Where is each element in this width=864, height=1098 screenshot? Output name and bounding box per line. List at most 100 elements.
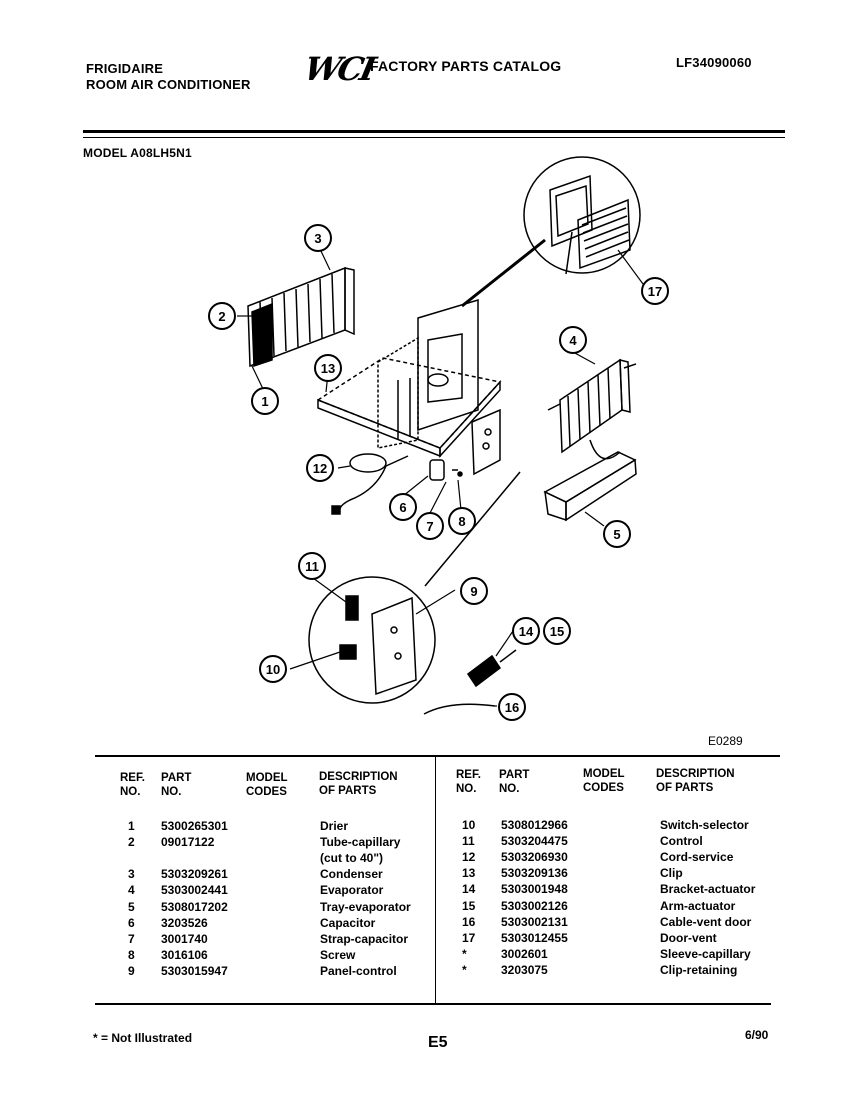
callout-8: 8 bbox=[448, 507, 476, 535]
header-model-left: MODEL CODES bbox=[246, 772, 288, 798]
part-number: 5303204475 bbox=[501, 834, 568, 849]
ref-number: 1 bbox=[128, 819, 135, 833]
page-number: E5 bbox=[428, 1034, 448, 1051]
part-description: (cut to 40") bbox=[320, 851, 384, 866]
part-number: 5303209261 bbox=[161, 867, 228, 882]
callout-17: 17 bbox=[641, 277, 669, 305]
callout-15-label: 15 bbox=[550, 624, 564, 639]
control-detail bbox=[308, 576, 436, 704]
vent-door-detail bbox=[523, 156, 641, 275]
diagram-code: E0289 bbox=[708, 734, 743, 748]
callout-12: 12 bbox=[306, 454, 334, 482]
part-description: Door-vent bbox=[660, 930, 717, 945]
part-description: Tube-capillary bbox=[320, 835, 401, 850]
part-number: 3016106 bbox=[161, 947, 208, 962]
part-description: Cord-service bbox=[660, 850, 734, 865]
condenser-coil-drawing bbox=[247, 266, 355, 368]
part-number: 3001740 bbox=[161, 931, 208, 946]
ref-number: 2 bbox=[128, 835, 135, 850]
part-number: 5303002126 bbox=[501, 898, 568, 913]
evaporator-tray-drawing bbox=[543, 439, 637, 522]
callout-1-label: 1 bbox=[261, 394, 268, 409]
callout-4-label: 4 bbox=[569, 333, 577, 348]
part-number: 5300265301 bbox=[161, 819, 228, 833]
part-description: Evaporator bbox=[320, 883, 384, 898]
part-number: 5303002441 bbox=[161, 883, 228, 898]
ref-number: 11 bbox=[462, 834, 475, 849]
part-description: Condenser bbox=[320, 867, 383, 882]
part-description: Drier bbox=[320, 819, 349, 833]
callout-6: 6 bbox=[389, 493, 417, 521]
ref-number: 5 bbox=[128, 899, 135, 914]
table-bottom-rule bbox=[95, 1003, 771, 1005]
footnote: * = Not Illustrated bbox=[93, 1031, 193, 1045]
capacitor-drawing bbox=[429, 459, 463, 481]
control-panel-drawing bbox=[471, 408, 501, 476]
callout-4: 4 bbox=[559, 326, 587, 354]
callout-16-label: 16 bbox=[505, 700, 519, 715]
callout-5-label: 5 bbox=[613, 527, 620, 542]
ref-number: 4 bbox=[128, 883, 135, 898]
part-description: Tray-evaporator bbox=[320, 899, 411, 914]
callout-14: 14 bbox=[512, 617, 540, 645]
callout-9: 9 bbox=[460, 577, 488, 605]
callout-7: 7 bbox=[416, 512, 444, 540]
header-desc-right: DESCRIPTION OF PARTS bbox=[656, 768, 735, 794]
ref-number: 16 bbox=[462, 914, 476, 929]
ref-number: 8 bbox=[128, 947, 135, 962]
brand-name: FRIGIDAIRE bbox=[86, 61, 164, 76]
vent-cable-line bbox=[461, 238, 546, 308]
callout-leaders bbox=[237, 248, 644, 707]
ref-number: 14 bbox=[462, 882, 476, 897]
part-description: Control bbox=[660, 834, 703, 849]
revision-date: 6/90 bbox=[745, 1028, 769, 1042]
callout-2-label: 2 bbox=[218, 309, 225, 324]
ref-number: 12 bbox=[462, 850, 476, 865]
header-model-right: MODEL CODES bbox=[583, 768, 625, 794]
part-number: 5303015947 bbox=[161, 963, 228, 978]
callout-3-label: 3 bbox=[314, 231, 321, 246]
callout-3: 3 bbox=[304, 224, 332, 252]
catalog-number: LF34090060 bbox=[676, 55, 752, 70]
actuator-drawing bbox=[466, 649, 517, 688]
header-rule bbox=[83, 130, 785, 133]
callout-7-label: 7 bbox=[426, 519, 433, 534]
evaporator-coil-drawing bbox=[547, 358, 637, 454]
callout-1: 1 bbox=[251, 387, 279, 415]
callout-16: 16 bbox=[498, 693, 526, 721]
part-description: Sleeve-capillary bbox=[660, 946, 751, 961]
ref-number: 7 bbox=[128, 931, 135, 946]
part-description: Panel-control bbox=[320, 963, 397, 978]
part-description: Cable-vent door bbox=[660, 914, 752, 929]
part-number: 5303206930 bbox=[501, 850, 568, 865]
ref-number: 13 bbox=[462, 866, 476, 881]
part-description: Capacitor bbox=[320, 915, 376, 930]
part-number: 5303209136 bbox=[501, 866, 568, 881]
callout-12-label: 12 bbox=[313, 461, 327, 476]
callout-13: 13 bbox=[314, 354, 342, 382]
product-name: ROOM AIR CONDITIONER bbox=[86, 77, 251, 92]
callout-17-label: 17 bbox=[648, 284, 662, 299]
ref-number: 10 bbox=[462, 818, 476, 832]
header-part-right: PART NO. bbox=[499, 769, 530, 795]
part-description: Strap-capacitor bbox=[320, 931, 409, 946]
ref-number: 17 bbox=[462, 930, 476, 945]
part-number: 5303001948 bbox=[501, 882, 568, 897]
table-divider bbox=[435, 757, 436, 1003]
callout-10: 10 bbox=[259, 655, 287, 683]
header-part-left: PART NO. bbox=[161, 772, 192, 798]
part-description: Screw bbox=[320, 947, 356, 962]
header-ref-left: REF. NO. bbox=[120, 772, 145, 798]
part-number: 09017122 bbox=[161, 835, 215, 850]
part-description: Bracket-actuator bbox=[660, 882, 756, 897]
part-number: 3203075 bbox=[501, 962, 548, 977]
part-number: 5303002131 bbox=[501, 914, 568, 929]
part-number: 3203526 bbox=[161, 915, 208, 930]
part-number: 3002601 bbox=[501, 946, 548, 961]
part-description: Arm-actuator bbox=[660, 898, 736, 913]
part-number: 5303012455 bbox=[501, 930, 568, 945]
ref-number: 6 bbox=[128, 915, 135, 930]
ref-number: 3 bbox=[128, 867, 135, 882]
service-cord-drawing bbox=[331, 453, 409, 515]
part-description: Clip bbox=[660, 866, 683, 881]
